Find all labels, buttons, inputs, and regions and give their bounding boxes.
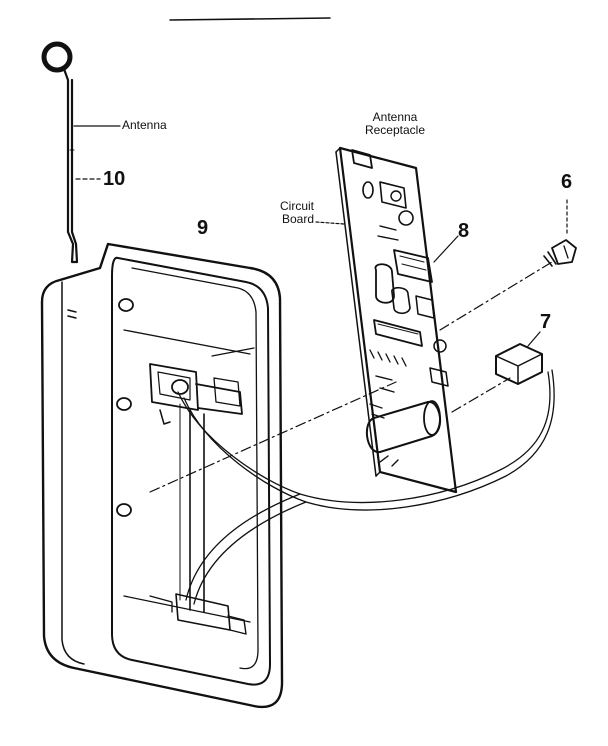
- screw: [543, 239, 577, 267]
- antenna-receptacle-label: Antenna Receptacle: [350, 111, 440, 137]
- part-number-6: 6: [561, 171, 573, 193]
- antenna-label: Antenna: [122, 118, 167, 132]
- part-number-8: 8: [458, 220, 470, 242]
- antenna-rod: [41, 41, 79, 264]
- circuit-board-label-line2: Board: [281, 212, 314, 226]
- part-7-leader: [527, 331, 541, 347]
- part-number-10: 10: [103, 168, 126, 190]
- housing: [40, 242, 284, 709]
- circuit-board-label-line1: Circuit: [279, 199, 314, 213]
- circuit-board-label: Circuit Board: [250, 200, 314, 226]
- antenna-receptacle: [351, 149, 373, 169]
- part-number-7: 7: [540, 311, 552, 333]
- assembly-leaders: [149, 261, 553, 493]
- connector: [495, 343, 543, 385]
- circuit-board: [335, 146, 458, 494]
- wiring-harness: [177, 369, 555, 605]
- part-number-9: 9: [197, 217, 209, 239]
- antenna-receptacle-label-line2: Receptacle: [364, 123, 426, 137]
- antenna-receptacle-label-line1: Antenna: [372, 110, 418, 124]
- top-rule: [169, 17, 331, 21]
- circuit-board-leader: [315, 221, 345, 225]
- part-8-leader: [433, 235, 459, 263]
